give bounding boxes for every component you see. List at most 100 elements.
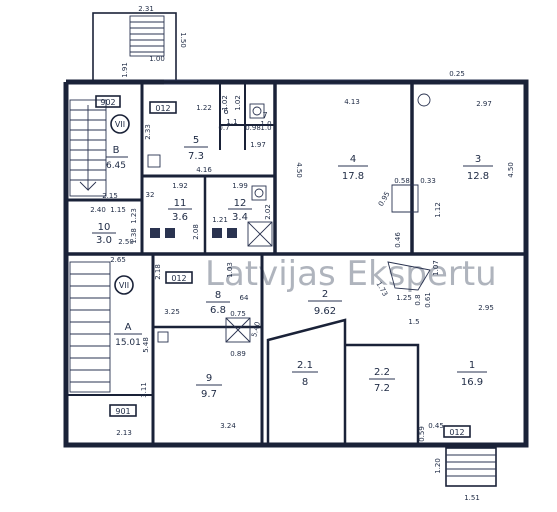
dimension-label: 0.7 bbox=[218, 124, 229, 132]
tag-label: 902 bbox=[100, 98, 115, 107]
dimension-label: 1.99 bbox=[232, 182, 248, 190]
dimension-label: 1.00 bbox=[149, 55, 165, 63]
dimension-label: 1.50 bbox=[179, 32, 187, 48]
dimension-label: 1.92 bbox=[172, 182, 188, 190]
exterior-walls bbox=[63, 79, 529, 448]
dimension-label: 2.08 bbox=[192, 224, 200, 240]
tag-label: 012 bbox=[449, 428, 464, 437]
dimension-label: 0.46 bbox=[394, 232, 402, 248]
dimension-label: 32 bbox=[146, 191, 155, 199]
room-name: 2.1 bbox=[297, 360, 313, 371]
dimension-label: 1.07 bbox=[432, 260, 440, 276]
dimension-label: 4.13 bbox=[344, 98, 360, 106]
dimension-label: 0.8 bbox=[414, 294, 422, 305]
room-area: 7.2 bbox=[374, 383, 390, 394]
dimension-label: 2.97 bbox=[476, 100, 492, 108]
room-labels: B 6.45 5 7.3 6 1.1 7 1.0 4 17.8 3 12.8 1… bbox=[92, 107, 493, 400]
dimension-label: 64 bbox=[240, 294, 249, 302]
tag-label: VII bbox=[119, 281, 129, 290]
dimension-label: 1.02 bbox=[221, 95, 229, 111]
dimension-label: 2.95 bbox=[478, 304, 494, 312]
dimension-label: 5.40 bbox=[250, 321, 262, 338]
room-name: 11 bbox=[174, 198, 187, 209]
dimension-label: 0.95 bbox=[377, 190, 392, 208]
dimension-label: 2.15 bbox=[102, 192, 118, 200]
dimension-label: 2.18 bbox=[154, 264, 162, 280]
dimension-label: 0.61 bbox=[424, 292, 432, 308]
dimension-label: 1.15 bbox=[110, 206, 126, 214]
room-name: A bbox=[125, 322, 132, 333]
dimension-label: 3.24 bbox=[220, 422, 236, 430]
dimension-label: 1.12 bbox=[434, 202, 442, 218]
entry-steps bbox=[445, 447, 497, 487]
dimension-label: 0.98 bbox=[245, 124, 261, 132]
dimension-label: 0.45 bbox=[428, 422, 444, 430]
dimension-label: 0.25 bbox=[449, 70, 465, 78]
room-area: 12.8 bbox=[467, 171, 489, 182]
dimension-label: 0.58 bbox=[394, 177, 410, 185]
dimension-label: 1.22 bbox=[196, 104, 212, 112]
room-name: 12 bbox=[234, 198, 247, 209]
dimension-label: 4.50 bbox=[507, 162, 515, 178]
dimension-label: 1.21 bbox=[212, 216, 228, 224]
room-area: 16.9 bbox=[461, 377, 483, 388]
tags: 902 012 VII 012 VII 901 012 bbox=[95, 95, 471, 438]
dimension-label: 1.5 bbox=[408, 318, 419, 326]
dimension-label: 1.97 bbox=[250, 141, 266, 149]
dimension-label: 2.40 bbox=[90, 206, 106, 214]
room-area: 6.8 bbox=[210, 305, 226, 316]
room-area: 7.3 bbox=[188, 151, 204, 162]
dimension-label: 2.33 bbox=[144, 124, 152, 140]
room-area: 6.45 bbox=[106, 161, 126, 171]
interior-walls bbox=[68, 84, 524, 443]
stair-lower-left bbox=[69, 261, 111, 393]
dimension-labels: 2.31 1.50 1.00 1.91 0.25 4.13 2.97 4.50 … bbox=[90, 5, 515, 502]
dimension-label: 1.25 bbox=[396, 294, 412, 302]
room-name: 7 bbox=[262, 111, 267, 120]
dimension-label: 1.20 bbox=[434, 458, 442, 474]
room-area: 1.1 bbox=[226, 118, 237, 126]
room-area: 3.4 bbox=[232, 212, 248, 223]
dimension-label: 4.50 bbox=[295, 162, 303, 178]
top-stair-annex bbox=[92, 12, 177, 83]
room-area: 1.0 bbox=[260, 120, 271, 128]
dimension-label: 3.11 bbox=[140, 382, 148, 398]
dimension-label: 2.31 bbox=[138, 5, 154, 13]
dimension-label: 0.33 bbox=[420, 177, 436, 185]
dimension-label: 1.91 bbox=[121, 62, 129, 78]
dimension-label: 1.0 bbox=[260, 124, 271, 132]
dimension-label: 2.50 bbox=[118, 238, 134, 246]
dimension-label: 0.75 bbox=[230, 310, 246, 318]
room-name: 2 bbox=[322, 289, 328, 300]
dimension-label: 1.51 bbox=[464, 494, 480, 502]
dimension-label: 3.25 bbox=[164, 308, 180, 316]
room-area: 9.7 bbox=[201, 389, 217, 400]
room-name: 3 bbox=[475, 154, 481, 165]
dimension-label: 1.23 bbox=[130, 208, 138, 224]
dimension-label: 2.02 bbox=[264, 204, 272, 220]
tag-label: 012 bbox=[171, 274, 186, 283]
stair-upper-left bbox=[69, 99, 107, 197]
room-name: 10 bbox=[98, 222, 111, 233]
tag-label: VII bbox=[115, 120, 125, 129]
fixtures bbox=[147, 93, 431, 343]
room-area: 3.6 bbox=[172, 212, 188, 223]
dimension-label: 1.38 bbox=[130, 228, 138, 244]
room-area: 17.8 bbox=[342, 171, 364, 182]
dimension-label: 0.89 bbox=[230, 350, 246, 358]
room-name: 2.2 bbox=[374, 367, 390, 378]
room-area: 9.62 bbox=[314, 306, 336, 317]
windows-top bbox=[164, 79, 500, 85]
room-area: 3.0 bbox=[96, 235, 112, 246]
room-name: 8 bbox=[215, 290, 221, 301]
room-name: 9 bbox=[206, 373, 212, 384]
room-area: 15.01 bbox=[115, 338, 141, 348]
watermark: Latvijas Ekspertu bbox=[205, 254, 497, 294]
room-name: B bbox=[113, 145, 120, 156]
dimension-label: 5.48 bbox=[142, 337, 150, 353]
dimension-label: 1.03 bbox=[226, 262, 234, 278]
tag-label: 901 bbox=[115, 407, 130, 416]
dimension-label: 1.02 bbox=[234, 95, 242, 111]
room-area: 8 bbox=[302, 377, 308, 388]
